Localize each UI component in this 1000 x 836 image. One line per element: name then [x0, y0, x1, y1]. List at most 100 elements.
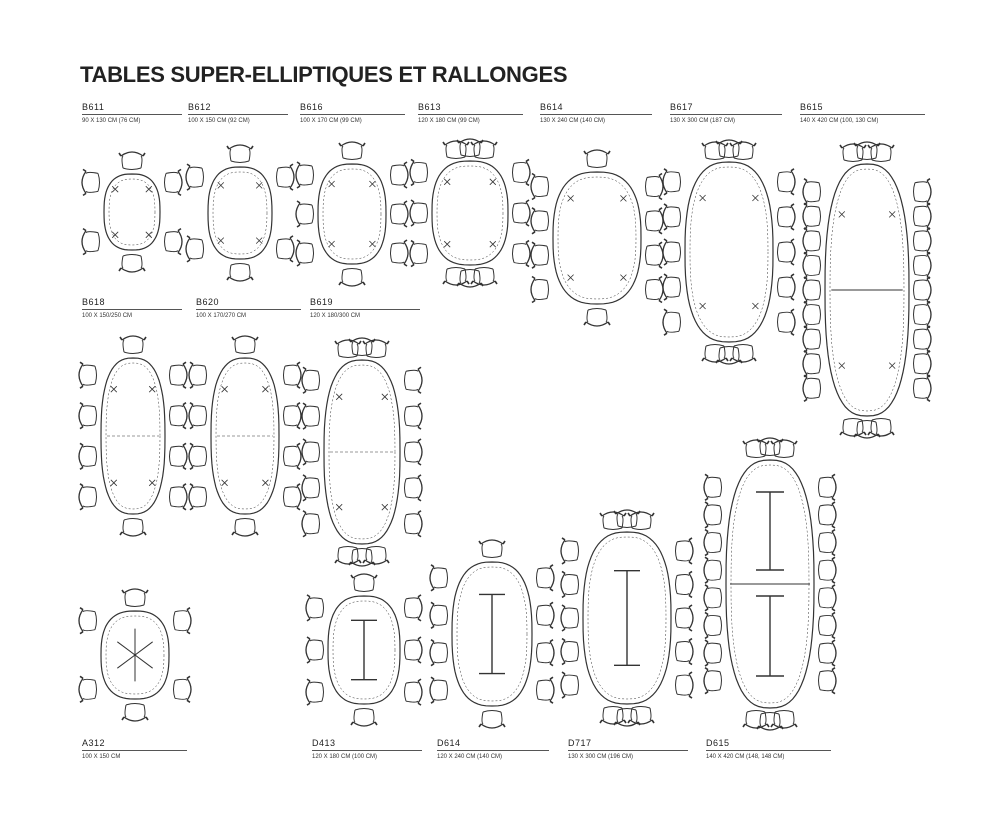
plan-d615: [703, 437, 837, 731]
table-code: B619: [310, 297, 420, 310]
chair-icon: [185, 235, 204, 263]
chair-icon: [226, 144, 254, 163]
chair-icon: [645, 172, 664, 201]
leg-mark: [369, 180, 376, 188]
leg-mark: [328, 180, 335, 188]
chair-icon: [818, 667, 837, 695]
leg-mark: [699, 302, 706, 310]
table-code: D413: [312, 738, 422, 751]
chair-icon: [188, 442, 207, 470]
table-dims: 100 X 170 CM (99 CM): [300, 118, 362, 124]
page-title: TABLES SUPER-ELLIPTIQUES ET RALLONGES: [80, 62, 568, 87]
plan-b615: [802, 141, 932, 439]
chair-icon: [818, 473, 837, 501]
pedestal-base: [351, 619, 377, 681]
leg-mark: [443, 240, 451, 248]
leg-mark: [328, 240, 335, 248]
plan-b611: [81, 151, 183, 273]
table-code: D614: [437, 738, 549, 751]
chair-icon: [913, 325, 932, 353]
chair-icon: [305, 594, 324, 622]
table-label-b620: B620 100 X 170/270 CM: [196, 297, 301, 319]
chair-icon: [512, 199, 531, 227]
table-code: B613: [418, 102, 523, 115]
chair-icon: [770, 710, 798, 729]
leg-mark: [381, 503, 389, 511]
chair-icon: [334, 339, 362, 358]
plan-d717: [560, 509, 694, 727]
pedestal-base: [479, 593, 505, 675]
plan-b614: [530, 149, 664, 327]
plan-b620: [188, 335, 302, 537]
table-label-b615: B615 140 X 420 CM (100, 130 CM): [800, 102, 925, 124]
chair-icon: [470, 140, 498, 159]
table-code: B620: [196, 297, 301, 310]
chair-icon: [701, 141, 729, 160]
table-label-b619: B619 120 X 180/300 CM: [310, 297, 420, 319]
leg-mark: [217, 182, 225, 189]
table-top: [100, 610, 170, 700]
chair-icon: [301, 402, 320, 430]
chair-icon: [118, 254, 146, 273]
table-label-a312: A312 100 X 150 CM: [82, 738, 187, 760]
table-label-d615: D615 140 X 420 CM (148, 148 CM): [706, 738, 831, 760]
chair-icon: [295, 161, 314, 189]
chair-icon: [703, 639, 722, 667]
chair-icon: [913, 251, 932, 280]
chair-icon: [404, 510, 423, 538]
chair-icon: [512, 239, 531, 268]
chair-icon: [338, 141, 366, 160]
chair-icon: [583, 308, 611, 327]
table-dims: 130 X 300 CM (187 CM): [670, 118, 736, 124]
table-dims: 100 X 150 CM (92 CM): [188, 118, 250, 124]
chair-icon: [429, 601, 448, 629]
chair-icon: [703, 528, 722, 557]
chair-icon: [662, 238, 681, 266]
chair-icon: [81, 227, 100, 256]
chair-icon: [703, 501, 722, 529]
chair-icon: [305, 678, 324, 706]
table-top: [210, 357, 280, 515]
leg-mark: [381, 393, 389, 401]
chair-icon: [729, 344, 757, 363]
leg-mark: [489, 178, 497, 186]
chair-icon: [530, 172, 549, 201]
chair-icon: [78, 483, 97, 511]
table-label-b616: B616 100 X 170 CM (99 CM): [300, 102, 405, 124]
chair-icon: [770, 439, 798, 458]
chair-icon: [276, 235, 295, 263]
chair-icon: [442, 267, 470, 286]
chair-icon: [913, 202, 932, 230]
table-dims: 120 X 180 CM (99 CM): [418, 118, 480, 124]
table-top: [207, 166, 273, 260]
chair-icon: [536, 564, 555, 592]
table-dims: 100 X 150 CM: [82, 754, 121, 760]
chair-icon: [818, 556, 837, 584]
chair-icon: [169, 402, 188, 430]
chair-icon: [283, 483, 302, 511]
chair-icon: [118, 151, 146, 170]
table-code: B618: [82, 297, 182, 310]
table-top: [684, 161, 774, 343]
chair-icon: [675, 604, 694, 632]
chair-icon: [404, 438, 423, 466]
chair-icon: [913, 374, 932, 402]
leg-mark: [221, 479, 228, 487]
chair-icon: [913, 227, 932, 255]
chair-icon: [913, 178, 932, 206]
chair-icon: [231, 518, 259, 537]
chair-icon: [338, 268, 366, 287]
chair-icon: [675, 537, 694, 565]
table-top: [103, 173, 161, 251]
table-dims: 130 X 300 CM (196 CM): [568, 754, 634, 760]
chair-icon: [276, 163, 295, 191]
leg-mark: [110, 385, 118, 393]
chair-icon: [818, 501, 837, 529]
leg-mark: [567, 195, 574, 202]
chair-icon: [645, 207, 664, 235]
table-top: [431, 160, 509, 266]
chair-icon: [81, 168, 100, 197]
chair-icon: [703, 473, 722, 501]
chair-icon: [802, 202, 821, 230]
table-label-d614: D614 120 X 240 CM (140 CM): [437, 738, 549, 760]
